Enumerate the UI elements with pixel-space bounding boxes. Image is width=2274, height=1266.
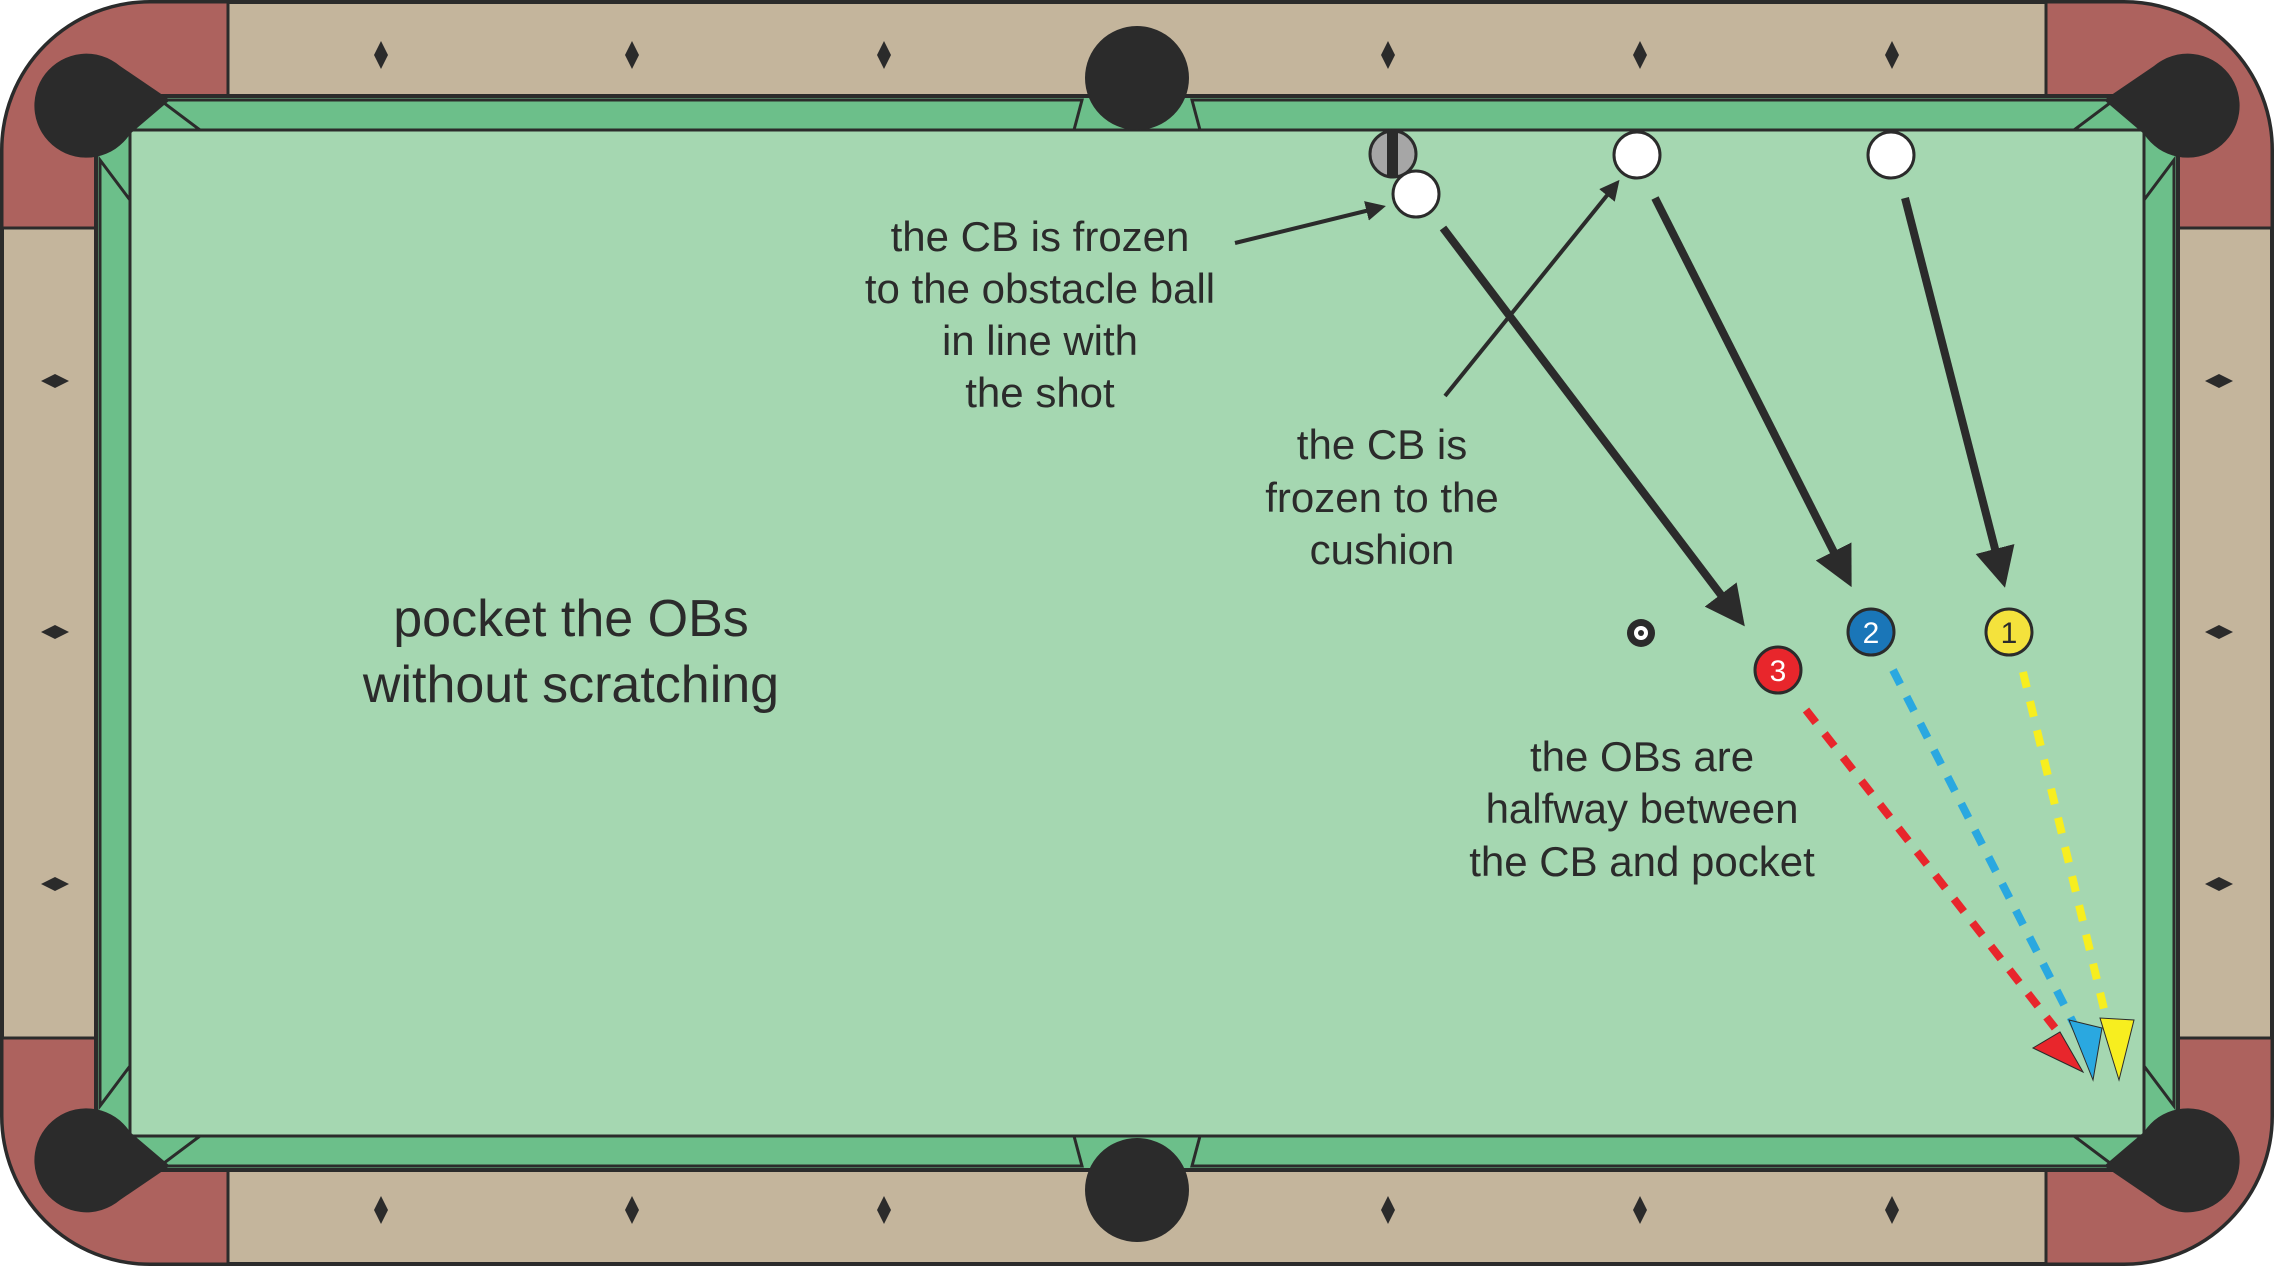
obstacle-ball xyxy=(1368,129,1418,179)
diamond-icon xyxy=(41,374,69,388)
spot-marker xyxy=(1627,619,1655,647)
ball-number-1: 1 xyxy=(2001,617,2018,650)
pocket-icon xyxy=(1085,26,1189,130)
diamond-icon xyxy=(1381,41,1395,69)
annotation-halfway-line-3: the CB and pocket xyxy=(1469,838,1815,885)
ball-number-3: 3 xyxy=(1770,655,1787,688)
leader-obstacle xyxy=(1234,201,1386,245)
diamond-icon xyxy=(2205,625,2233,639)
pocket-icon xyxy=(2104,53,2240,158)
diamond-icon xyxy=(625,1196,639,1224)
playing-surface xyxy=(128,128,2146,1138)
arrowhead-3 xyxy=(2031,1031,2085,1074)
diamond-icon xyxy=(2205,374,2233,388)
ball-number-2: 2 xyxy=(1863,617,1880,650)
annotation-obstacle: the CB is frozen to the obstacle ball in… xyxy=(865,213,1215,416)
diamond-icon xyxy=(877,1196,891,1224)
diamond-icon xyxy=(1633,1196,1647,1224)
diamond-icon xyxy=(1633,41,1647,69)
object-ball-path-3 xyxy=(1802,707,2059,1031)
diamond-icon xyxy=(1885,1196,1899,1224)
annotation-cushion-line-3: cushion xyxy=(1310,526,1455,573)
diamond-icon xyxy=(374,1196,388,1224)
annotation-cushion-line-1: the CB is xyxy=(1297,421,1467,468)
diamond-icon xyxy=(877,41,891,69)
annotation-leaders xyxy=(1234,179,1620,398)
annotation-halfway-line-2: halfway between xyxy=(1486,785,1799,832)
arrowhead-1 xyxy=(2099,1017,2135,1082)
diamond-icon xyxy=(2205,877,2233,891)
main-caption: pocket the OBs without scratching xyxy=(362,590,779,714)
annotation-obstacle-line-1: the CB is frozen xyxy=(891,213,1190,260)
diamond-icon xyxy=(1885,41,1899,69)
main-caption-line-2: without scratching xyxy=(362,656,779,714)
annotation-halfway: the OBs are halfway between the CB and p… xyxy=(1469,733,1815,885)
diamond-icon xyxy=(374,41,388,69)
cue-ball-position-2 xyxy=(1612,130,1662,180)
pocket-icon xyxy=(34,1108,171,1213)
leader-cushion xyxy=(1443,179,1620,398)
diamond-sights xyxy=(41,41,2233,1224)
diamond-icon xyxy=(41,625,69,639)
pocket-icon xyxy=(2104,1108,2240,1213)
annotation-halfway-line-1: the OBs are xyxy=(1530,733,1754,780)
cue-ball-path-1 xyxy=(1901,197,2015,588)
diamond-icon xyxy=(625,41,639,69)
annotation-obstacle-line-4: the shot xyxy=(965,369,1115,416)
object-ball-paths xyxy=(1802,668,2114,1038)
object-ball-path-2 xyxy=(1889,668,2084,1038)
annotation-obstacle-line-3: in line with xyxy=(942,317,1138,364)
pockets xyxy=(34,26,2240,1242)
annotation-cushion: the CB is frozen to the cushion xyxy=(1265,421,1498,573)
pocket-icon xyxy=(34,53,170,158)
diamond-icon xyxy=(41,877,69,891)
annotation-cushion-line-2: frozen to the xyxy=(1265,474,1498,521)
cushion-bevels xyxy=(98,98,2176,1168)
annotation-obstacle-line-2: to the obstacle ball xyxy=(865,265,1215,312)
cue-ball-path-2 xyxy=(1651,196,1852,588)
cue-ball-position-1 xyxy=(1866,130,1916,180)
arrowhead-2 xyxy=(2068,1019,2103,1082)
diamond-icon xyxy=(1381,1196,1395,1224)
cue-balls xyxy=(1391,130,1916,219)
object-ball-path-1 xyxy=(2019,671,2114,1035)
cue-ball-path-3 xyxy=(1439,225,1745,627)
pocket-icon xyxy=(1085,1138,1189,1242)
cue-ball-paths xyxy=(1439,196,2015,627)
object-ball-3: 3 xyxy=(1753,645,1803,695)
cue-ball-position-3 xyxy=(1391,169,1441,219)
main-caption-line-1: pocket the OBs xyxy=(393,590,749,648)
object-ball-1: 1 xyxy=(1984,607,2034,657)
object-ball-2: 2 xyxy=(1846,607,1896,657)
object-ball-arrowheads xyxy=(2031,1017,2135,1082)
